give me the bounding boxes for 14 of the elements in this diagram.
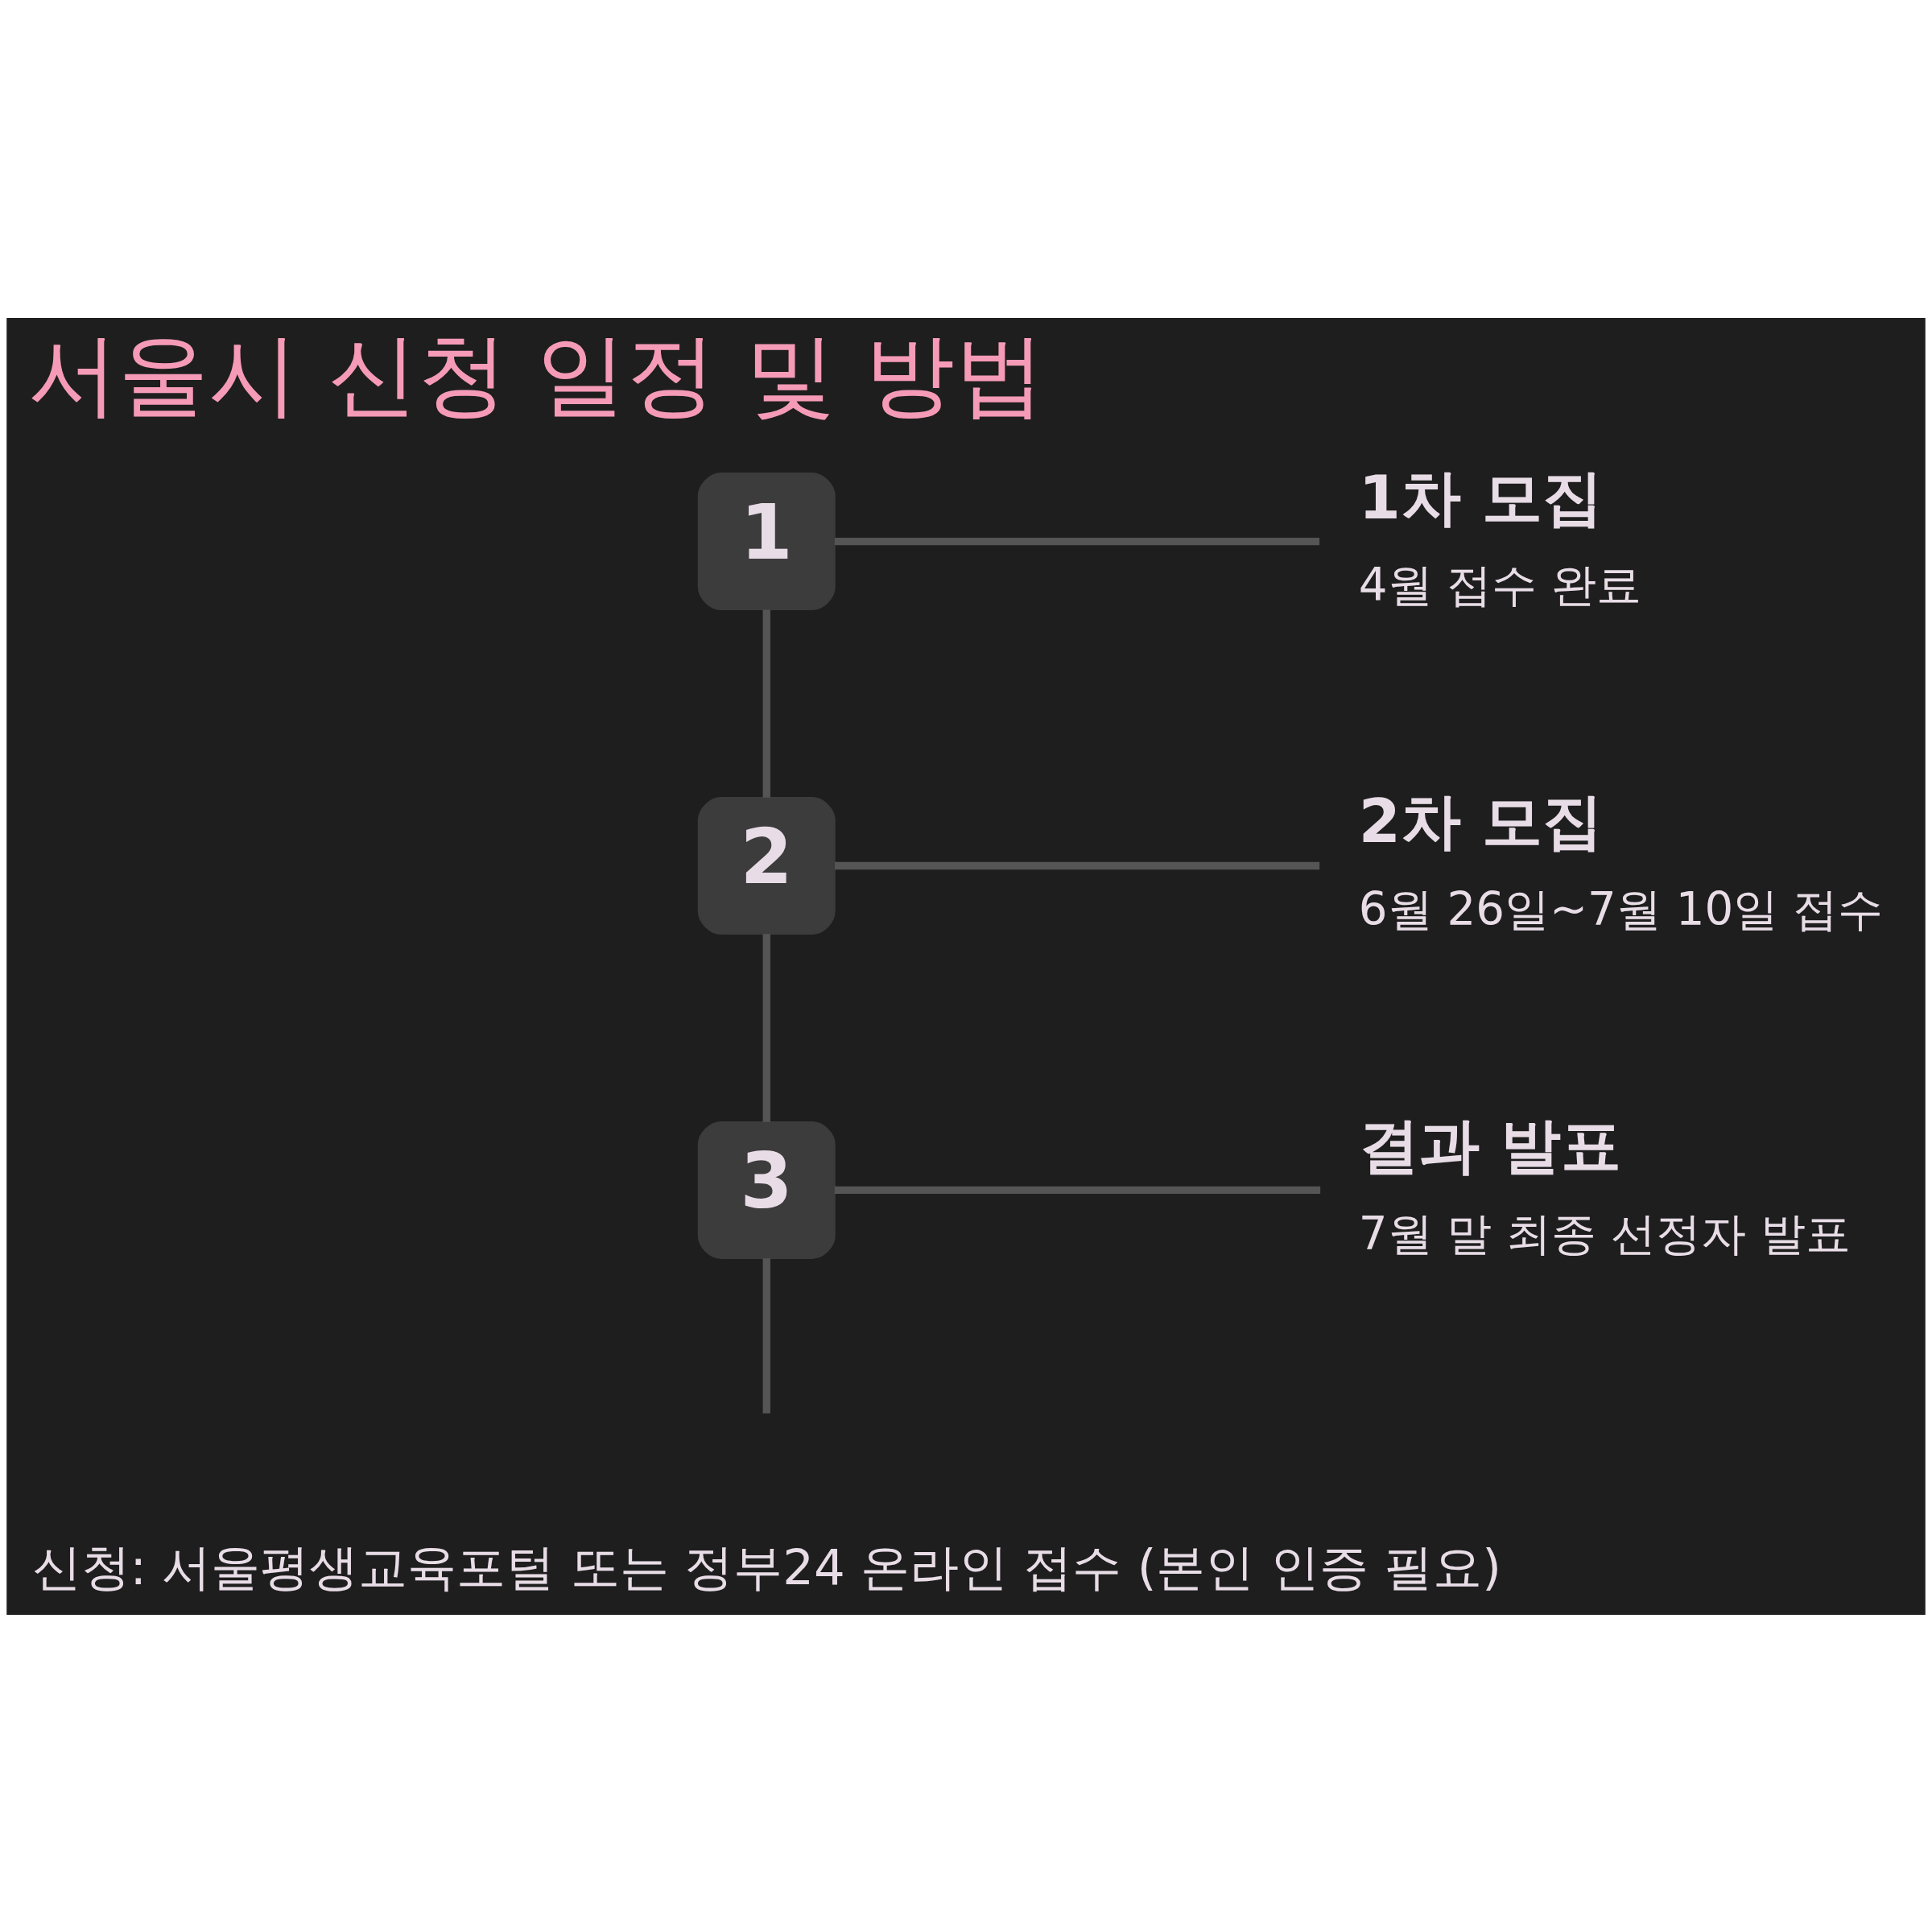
connector (762, 1257, 770, 1414)
node-text: 2차 모집 6월 26일~7월 10일 접수 (1358, 785, 1884, 935)
node-text: 1차 모집 4월 접수 완료 (1358, 461, 1642, 611)
node-box: 1 (697, 472, 836, 610)
node-box: 2 (697, 796, 836, 935)
node-box: 3 (697, 1121, 836, 1259)
connector (834, 1186, 1321, 1194)
connector (762, 933, 770, 1122)
connector (835, 861, 1320, 869)
node-text: 결과 발표 7월 말 최종 선정자 발표 (1358, 1109, 1852, 1259)
connector (834, 537, 1320, 545)
label: 신청: 서울평생교육포털 또는 정부24 온라인 접수 (본인 인증 필요) (31, 1538, 1501, 1596)
connector (762, 609, 770, 798)
diagram-title: 서울시 신청 일정 및 방법 (28, 321, 1045, 427)
